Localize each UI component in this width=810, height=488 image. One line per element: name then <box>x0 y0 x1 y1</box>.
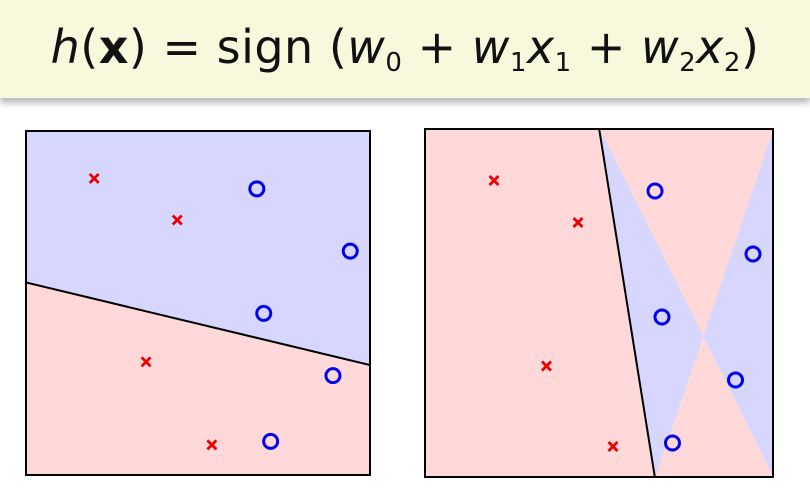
formula-plus1: + <box>402 20 472 74</box>
circle-marker <box>646 182 664 200</box>
cross-stroke <box>140 356 152 368</box>
circle-marker <box>744 245 762 263</box>
cross-marker <box>572 217 584 228</box>
cross-stroke <box>171 214 183 226</box>
formula-w2: w <box>641 20 680 74</box>
formula-h: h <box>50 20 81 74</box>
cross-marker <box>607 441 619 452</box>
circle-marker <box>248 180 266 198</box>
cross-marker <box>541 360 552 372</box>
cross-marker <box>88 172 100 184</box>
formula-close-paren: ) <box>740 20 760 74</box>
formula-sub2b: 2 <box>723 48 741 78</box>
plot-left <box>25 130 371 476</box>
plot-frame <box>25 130 371 476</box>
decision-boundary <box>25 281 371 367</box>
hypothesis-formula: h(x) = sign (w0 + w1x1 + w2x2) <box>51 20 760 78</box>
circle-marker <box>341 242 359 260</box>
formula-w1: w <box>471 20 510 74</box>
formula-open-paren: ( <box>80 20 99 74</box>
formula-sign: ) = sign ( <box>128 20 348 74</box>
circle-marker <box>262 432 280 450</box>
formula-sub1b: 1 <box>554 48 572 78</box>
decision-boundary <box>598 128 656 478</box>
cross-stroke <box>206 439 218 451</box>
plot-frame <box>424 128 774 478</box>
positive-region <box>25 130 371 366</box>
cross-stroke <box>88 172 100 184</box>
formula-x2: x <box>696 20 724 74</box>
cross-stroke <box>541 360 552 372</box>
positive-region <box>599 128 774 478</box>
formula-w0: w <box>347 20 386 74</box>
cross-stroke <box>488 175 500 186</box>
formula-x-vector: x <box>98 20 129 74</box>
cross-marker <box>171 214 183 226</box>
formula-plus2: + <box>571 20 641 74</box>
cross-marker <box>488 175 500 186</box>
cross-stroke <box>572 217 584 228</box>
circle-marker <box>727 371 744 389</box>
circle-marker <box>653 308 671 326</box>
circle-marker <box>664 434 681 452</box>
formula-sub0: 0 <box>385 48 403 78</box>
formula-x1: x <box>526 20 555 74</box>
formula-banner: h(x) = sign (w0 + w1x1 + w2x2) <box>0 0 810 98</box>
cross-marker <box>140 356 152 368</box>
formula-sub1a: 1 <box>509 48 527 78</box>
cross-stroke <box>607 441 619 452</box>
plot-right <box>424 128 774 478</box>
circle-marker <box>255 304 273 322</box>
cross-marker <box>206 439 218 451</box>
circle-marker <box>324 367 342 385</box>
formula-sub2a: 2 <box>679 48 697 78</box>
